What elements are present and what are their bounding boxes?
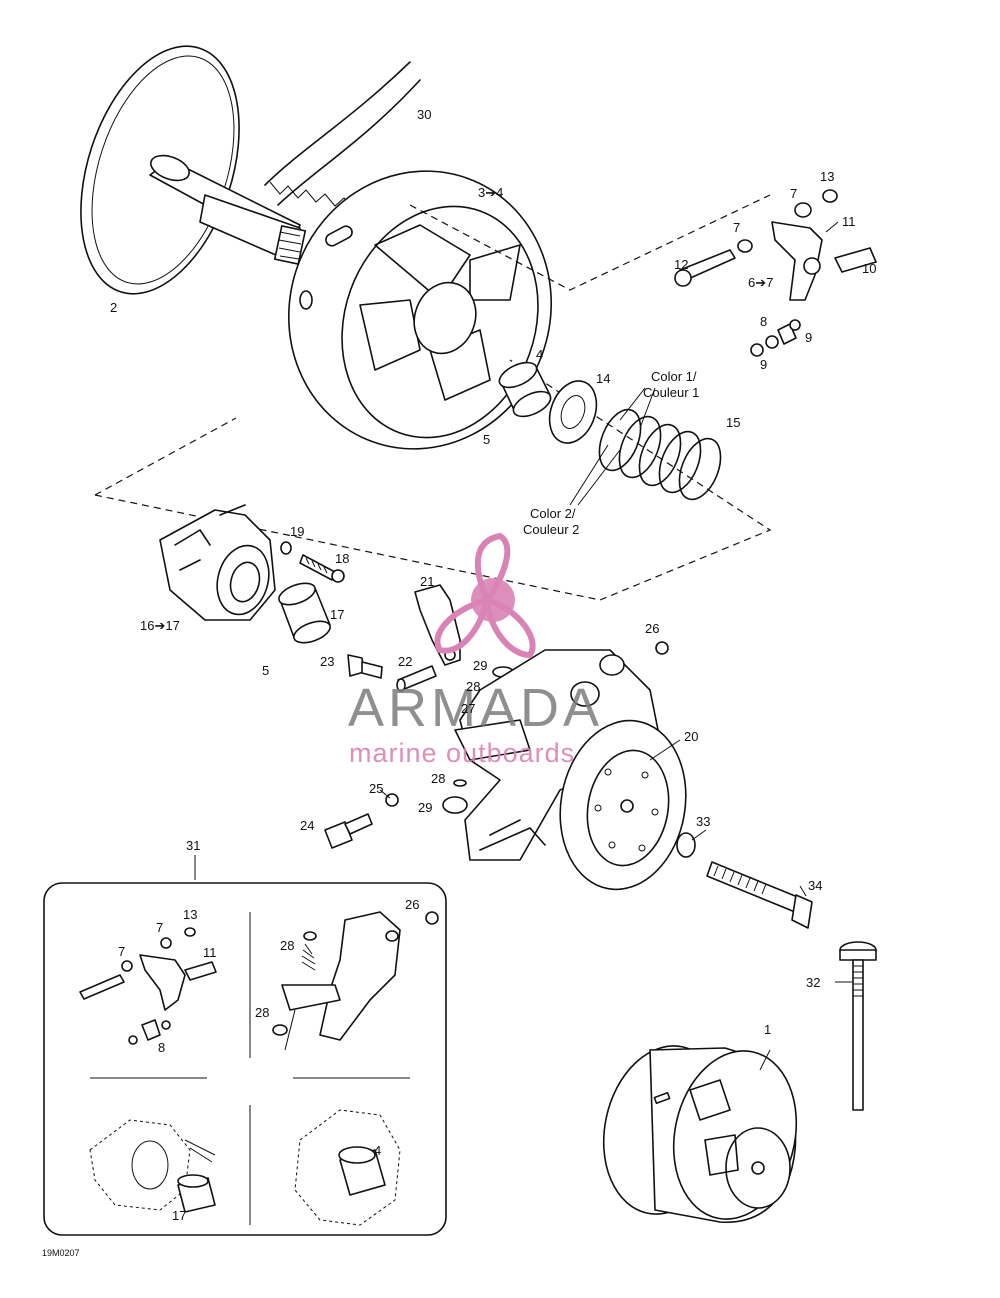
label-19: 19: [290, 524, 304, 539]
label-5a: 5: [483, 432, 490, 447]
label-21: 21: [420, 574, 434, 589]
part-32-long-bolt: [839, 941, 877, 1111]
label-26: 26: [645, 621, 659, 636]
inset-half-bushing: [294, 1109, 401, 1226]
label-3-4: 3➔4: [478, 185, 503, 200]
label-10: 10: [862, 261, 876, 276]
part-16-governor-cup: [159, 504, 276, 621]
label-9a: 9: [805, 330, 812, 345]
label-7b: 7: [733, 220, 740, 235]
label-29b: 29: [418, 800, 432, 815]
watermark-brand: ARMADA: [348, 678, 603, 738]
label-13: 13: [820, 169, 834, 184]
label-17: 17: [330, 607, 344, 622]
label-11: 11: [842, 214, 856, 229]
part-2-fixed-half: [80, 45, 307, 295]
label-12: 12: [674, 257, 688, 272]
label-20: 20: [684, 729, 698, 744]
part-3-movable-half: [287, 170, 553, 450]
part-1-drive-pulley-assembly: [602, 1045, 798, 1223]
label-28a: 28: [466, 679, 480, 694]
label-color1b: Couleur 1: [643, 385, 699, 400]
part-21-pivot-arm: [414, 584, 461, 666]
part-14-washer: [548, 380, 598, 444]
parts-24-29-small-hardware: [324, 641, 669, 849]
label-28b: 28: [431, 771, 445, 786]
leader-lines: [194, 387, 852, 1071]
label-18: 18: [335, 551, 349, 566]
part-34-bolt: [706, 861, 813, 929]
label-4: 4: [536, 347, 543, 362]
label-32: 32: [806, 975, 820, 990]
inset-frame: [43, 882, 447, 1236]
label-25: 25: [369, 781, 383, 796]
part-23-screw: [347, 654, 383, 679]
label-15: 15: [726, 415, 740, 430]
part-33-washer: [676, 832, 696, 858]
kit-31-inset: 7 7 13 11 8 26 28 28 17: [43, 882, 447, 1236]
inset-label-28b: 28: [255, 1005, 269, 1020]
label-8: 8: [760, 314, 767, 329]
label-color2b: Couleur 2: [523, 522, 579, 537]
inset-label-8: 8: [158, 1040, 165, 1055]
label-27: 27: [461, 701, 475, 716]
label-color1a: Color 1/: [651, 369, 697, 384]
label-30: 30: [417, 107, 431, 122]
part-18-19-screw-washer: [280, 541, 345, 583]
label-7a: 7: [790, 186, 797, 201]
label-9b: 9: [760, 357, 767, 372]
inset-label-7a: 7: [118, 944, 125, 959]
label-5b: 5: [262, 663, 269, 678]
label-1: 1: [764, 1022, 771, 1037]
inset-label-13: 13: [183, 907, 197, 922]
part-22-pin: [396, 665, 437, 692]
inset-label-4: 4: [374, 1143, 381, 1158]
inset-label-7b: 7: [156, 920, 163, 935]
part-20-housing: [454, 649, 687, 891]
part-4-bushing: [498, 361, 552, 418]
propeller-logo: [434, 532, 536, 659]
label-6-7: 6➔7: [748, 275, 773, 290]
watermark-tagline: marine outboards: [349, 738, 575, 768]
label-33: 33: [696, 814, 710, 829]
label-14: 14: [596, 371, 610, 386]
inset-housing-arm: [272, 911, 439, 1051]
label-34: 34: [808, 878, 822, 893]
inset-label-17: 17: [172, 1208, 186, 1223]
inset-label-28a: 28: [280, 938, 294, 953]
inset-cup-bushing: [89, 1119, 216, 1213]
inset-label-26: 26: [405, 897, 419, 912]
part-15-spring: [598, 408, 722, 501]
label-24: 24: [300, 818, 314, 833]
label-23: 23: [320, 654, 334, 669]
part-labels: 2 30 3➔4 13 7 7 11 12 10 6➔7 8 9 9 4 14 …: [110, 107, 876, 1037]
label-29a: 29: [473, 658, 487, 673]
label-2: 2: [110, 300, 117, 315]
inset-lever-parts: [79, 927, 217, 1045]
label-22: 22: [398, 654, 412, 669]
armada-watermark: ARMADA marine outboards: [348, 532, 603, 768]
part-17-bushing: [278, 582, 331, 644]
label-31: 31: [186, 838, 200, 853]
drawing-code: 19M0207: [42, 1248, 80, 1258]
label-color2a: Color 2/: [530, 506, 576, 521]
label-16-17: 16➔17: [140, 618, 180, 633]
parts-6-13-lever-assembly: [674, 189, 877, 357]
inset-label-11: 11: [203, 945, 217, 960]
